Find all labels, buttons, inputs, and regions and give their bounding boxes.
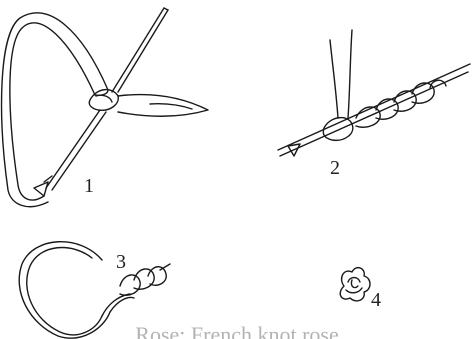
figure-caption: Rose: French knot rose	[0, 324, 474, 339]
step-1-figure	[2, 8, 208, 207]
step-number-1: 1	[84, 176, 94, 196]
step-number-2: 2	[330, 158, 340, 178]
step-number-3: 3	[116, 252, 126, 272]
step-4-figure	[340, 268, 370, 301]
step-number-4: 4	[371, 290, 381, 310]
step-2-figure	[278, 30, 470, 156]
